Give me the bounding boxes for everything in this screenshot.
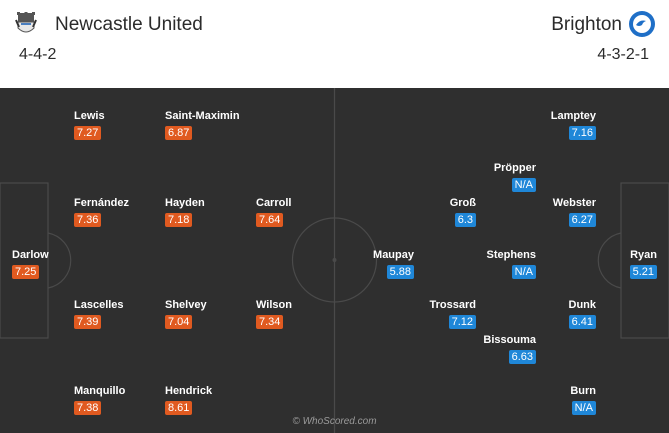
player-home-wilson[interactable]: Wilson 7.34 bbox=[256, 298, 346, 330]
player-rating: 5.21 bbox=[629, 265, 657, 279]
player-name: Saint-Maximin bbox=[165, 110, 240, 122]
player-away-stephens[interactable]: Stephens N/A bbox=[446, 248, 536, 280]
player-name: Carroll bbox=[256, 197, 292, 209]
player-name: Lamptey bbox=[550, 110, 596, 122]
player-home-saint-maximin[interactable]: Saint-Maximin 6.87 bbox=[165, 109, 255, 141]
player-rating: 7.18 bbox=[165, 213, 193, 227]
player-away-burn[interactable]: Burn N/A bbox=[506, 384, 596, 416]
player-name: Manquillo bbox=[74, 385, 126, 397]
player-home-lewis[interactable]: Lewis 7.27 bbox=[74, 109, 164, 141]
player-rating: 5.88 bbox=[386, 265, 414, 279]
away-formation: 4-3-2-1 bbox=[597, 46, 649, 63]
player-home-shelvey[interactable]: Shelvey 7.04 bbox=[165, 298, 255, 330]
player-name: Wilson bbox=[256, 299, 292, 311]
newcastle-crest-icon bbox=[15, 12, 37, 33]
player-rating: 7.36 bbox=[74, 213, 102, 227]
player-away-lamptey[interactable]: Lamptey 7.16 bbox=[506, 109, 596, 141]
player-rating: 7.34 bbox=[256, 315, 284, 329]
player-name: Lascelles bbox=[74, 299, 124, 311]
player-rating: 6.3 bbox=[454, 213, 476, 227]
home-team-name[interactable]: Newcastle United bbox=[55, 14, 203, 35]
player-away-maupay[interactable]: Maupay 5.88 bbox=[324, 248, 414, 280]
player-rating: 8.61 bbox=[165, 401, 193, 415]
player-name: Hendrick bbox=[165, 385, 213, 397]
player-rating: 7.64 bbox=[256, 213, 284, 227]
player-rating: 7.38 bbox=[74, 401, 102, 415]
player-home-fernandez[interactable]: Fernández 7.36 bbox=[74, 196, 164, 228]
player-rating: N/A bbox=[511, 265, 536, 279]
player-name: Shelvey bbox=[165, 299, 207, 311]
brighton-crest-icon bbox=[629, 11, 655, 37]
player-home-lascelles[interactable]: Lascelles 7.39 bbox=[74, 298, 164, 330]
player-rating: 6.27 bbox=[568, 213, 596, 227]
pitch-markings bbox=[0, 88, 669, 433]
player-name: Maupay bbox=[373, 249, 414, 261]
player-name: Ryan bbox=[630, 249, 657, 261]
player-rating: 6.63 bbox=[508, 350, 536, 364]
player-away-propper[interactable]: Pröpper N/A bbox=[446, 161, 536, 193]
player-name: Darlow bbox=[12, 249, 49, 261]
player-name: Stephens bbox=[486, 249, 536, 261]
player-rating: 6.87 bbox=[165, 126, 193, 140]
player-home-darlow[interactable]: Darlow 7.25 bbox=[12, 248, 102, 280]
player-rating: 7.16 bbox=[568, 126, 596, 140]
player-rating: 7.27 bbox=[74, 126, 102, 140]
pitch: Darlow 7.25 Lewis 7.27 Fernández 7.36 La… bbox=[0, 88, 669, 433]
home-formation: 4-4-2 bbox=[19, 46, 57, 63]
player-away-trossard[interactable]: Trossard 7.12 bbox=[386, 298, 476, 330]
player-home-manquillo[interactable]: Manquillo 7.38 bbox=[74, 384, 164, 416]
player-away-gross[interactable]: Groß 6.3 bbox=[386, 196, 476, 228]
player-home-hayden[interactable]: Hayden 7.18 bbox=[165, 196, 255, 228]
player-rating: 7.39 bbox=[74, 315, 102, 329]
player-rating: 7.12 bbox=[448, 315, 476, 329]
watermark: © WhoScored.com bbox=[292, 416, 377, 427]
player-name: Lewis bbox=[74, 110, 105, 122]
player-rating: N/A bbox=[511, 178, 536, 192]
player-away-bissouma[interactable]: Bissouma 6.63 bbox=[446, 333, 536, 365]
player-name: Groß bbox=[449, 197, 476, 209]
player-name: Burn bbox=[570, 385, 596, 397]
player-name: Bissouma bbox=[483, 334, 536, 346]
match-header: Newcastle United 4-4-2 Brighton 4-3-2-1 bbox=[0, 0, 669, 88]
away-team-name[interactable]: Brighton bbox=[551, 14, 622, 35]
player-away-dunk[interactable]: Dunk 6.41 bbox=[506, 298, 596, 330]
player-rating: N/A bbox=[571, 401, 596, 415]
player-name: Dunk bbox=[568, 299, 597, 311]
player-name: Trossard bbox=[429, 299, 476, 311]
player-rating: 7.25 bbox=[12, 265, 40, 279]
player-away-webster[interactable]: Webster 6.27 bbox=[506, 196, 596, 228]
player-rating: 6.41 bbox=[568, 315, 596, 329]
player-rating: 7.04 bbox=[165, 315, 193, 329]
player-home-hendrick[interactable]: Hendrick 8.61 bbox=[165, 384, 255, 416]
player-away-ryan[interactable]: Ryan 5.21 bbox=[567, 248, 657, 280]
player-name: Fernández bbox=[74, 197, 130, 209]
player-name: Pröpper bbox=[493, 162, 536, 174]
player-name: Webster bbox=[552, 197, 596, 209]
player-name: Hayden bbox=[165, 197, 205, 209]
player-home-carroll[interactable]: Carroll 7.64 bbox=[256, 196, 346, 228]
